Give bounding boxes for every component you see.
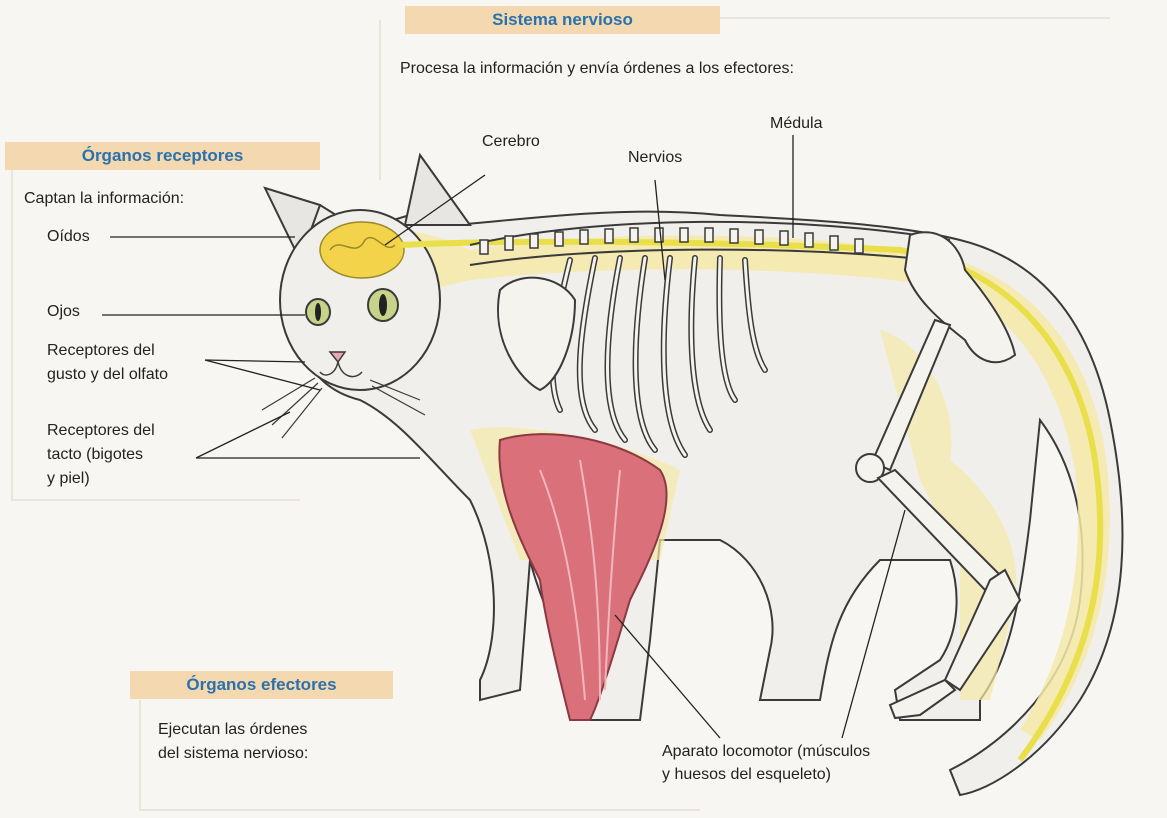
label-oidos: Oídos <box>47 226 90 248</box>
organos-receptores-header: Órganos receptores <box>5 142 320 170</box>
efectores-description-2: del sistema nervioso: <box>158 743 308 765</box>
label-locomotor-1: Aparato locomotor (músculos <box>662 741 870 763</box>
sistema-nervioso-header: Sistema nervioso <box>405 6 720 34</box>
line-tacto-1 <box>196 412 290 458</box>
label-nervios: Nervios <box>628 147 682 169</box>
label-tacto-3: y piel) <box>47 468 90 490</box>
organos-efectores-header: Órganos efectores <box>130 671 393 699</box>
label-cerebro: Cerebro <box>482 131 540 153</box>
label-ojos: Ojos <box>47 301 80 323</box>
label-tacto-1: Receptores del <box>47 420 155 442</box>
sistema-description: Procesa la información y envía órdenes a… <box>400 58 794 80</box>
label-gusto-1: Receptores del <box>47 340 155 362</box>
label-medula: Médula <box>770 113 822 135</box>
label-gusto-2: gusto y del olfato <box>47 364 168 386</box>
label-locomotor-2: y huesos del esqueleto) <box>662 764 831 786</box>
label-tacto-2: tacto (bigotes <box>47 444 143 466</box>
line-gusto-2 <box>205 360 320 390</box>
line-gusto-1 <box>205 360 305 362</box>
efectores-description-1: Ejecutan las órdenes <box>158 719 307 741</box>
receptores-description: Captan la información: <box>24 188 184 210</box>
